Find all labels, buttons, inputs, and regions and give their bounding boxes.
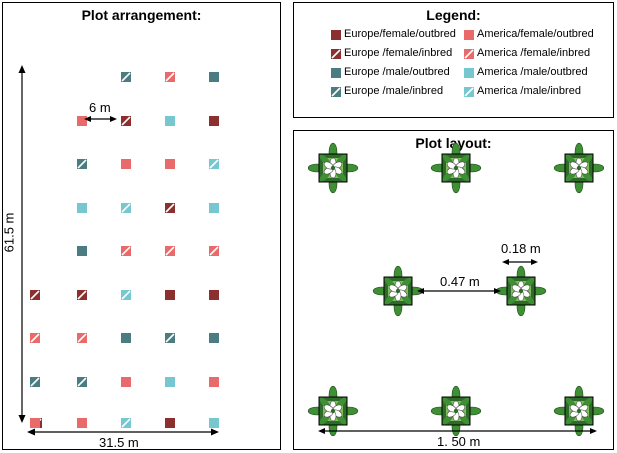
plot-square-efo [165, 290, 175, 300]
plot-square-efo [209, 290, 219, 300]
plot-square-afo [121, 377, 131, 387]
plot-square-amo [165, 116, 175, 126]
plant-icon [495, 265, 547, 317]
plot-square-efo [209, 116, 219, 126]
plot-square-emo [121, 333, 131, 343]
plot-square-efi [165, 203, 175, 213]
plot-layout-title: Plot layout: [415, 135, 492, 151]
plot-layout-diagram [307, 142, 605, 437]
legend-label: America /female/inbred [477, 47, 591, 59]
legend-label: Europe /male/outbred [344, 66, 450, 78]
legend-label: America /male/inbred [477, 85, 581, 97]
plot-arrangement-panel: Plot arrangement: 6 m 61.5 m 31.5 m [1, 2, 281, 450]
plot-square-amo [209, 203, 219, 213]
plant-icon [307, 142, 359, 194]
plot-square-ami [121, 203, 131, 213]
plot-layout-panel: Plot layout: 0.18 m 0.47 m 1. 50 m [293, 130, 614, 450]
plot-square-emi [77, 377, 87, 387]
plant-icon [553, 142, 605, 194]
plot-square-afo [121, 159, 131, 169]
plot-square-afo [165, 159, 175, 169]
width-label: 31.5 m [99, 435, 139, 450]
legend-swatch-efi [331, 49, 341, 59]
layout-width-arrow [318, 428, 597, 434]
plot-square-afi [121, 246, 131, 256]
legend-swatches [331, 30, 474, 97]
plant-icon [553, 385, 605, 437]
plot-grid [30, 72, 219, 428]
plot-square-efo [165, 418, 175, 428]
plot-square-afo [77, 116, 87, 126]
plot-square-afo [77, 418, 87, 428]
legend-swatch-emo [331, 68, 341, 78]
plant-icon [430, 385, 482, 437]
plot-arrangement-title: Plot arrangement: [81, 7, 202, 23]
plot-square-afi [77, 333, 87, 343]
plot-square-emi [121, 72, 131, 82]
legend-label: Europe /male/inbred [344, 85, 444, 97]
legend-swatch-afo [464, 30, 474, 40]
plot-square-amo [209, 418, 219, 428]
legend-swatch-emi [331, 87, 341, 97]
plant-size-arrow [502, 259, 538, 265]
plot-square-emi [165, 333, 175, 343]
legend-swatch-amo [464, 68, 474, 78]
plot-square-afi [209, 246, 219, 256]
spacing-dimension-arrow [84, 116, 117, 122]
layout-width-label: 1. 50 m [437, 434, 481, 449]
legend-label: America/female/outbred [477, 28, 594, 40]
legend-label: Europe /female/inbred [344, 47, 453, 59]
plot-square-efi [121, 116, 131, 126]
plot-square-ami [209, 159, 219, 169]
plot-square-afi [165, 72, 175, 82]
plot-square-emi [30, 377, 40, 387]
plot-square-emo [77, 246, 87, 256]
plant-gap-arrow [417, 288, 501, 294]
plot-square-emo [209, 72, 219, 82]
plot-square-ami [121, 290, 131, 300]
plant-icon [430, 142, 482, 194]
plot-square-efi [30, 290, 40, 300]
width-dimension-arrow [27, 428, 219, 436]
legend-label: Europe/female/outbred [344, 28, 456, 40]
plant-icon [307, 385, 359, 437]
legend-swatch-afi [464, 49, 474, 59]
plot-square-amo [77, 203, 87, 213]
plot-square-afo [30, 418, 40, 428]
plant-gap-label: 0.47 m [440, 274, 480, 289]
plot-arrangement-diagram [18, 65, 219, 436]
height-dimension-arrow [18, 65, 26, 423]
plot-square-efi [77, 290, 87, 300]
legend-swatch-ami [464, 87, 474, 97]
legend-swatch-efo [331, 30, 341, 40]
plot-square-afi [165, 246, 175, 256]
plot-square-emo [209, 333, 219, 343]
plot-square-emi [77, 159, 87, 169]
legend-panel: Legend: Europe/female/outbred America/fem… [293, 2, 614, 118]
plant-icon [372, 265, 424, 317]
legend-label: America /male/outbred [477, 66, 588, 78]
plot-square-amo [165, 377, 175, 387]
plant-size-label: 0.18 m [501, 241, 541, 256]
plants-group [307, 142, 605, 437]
height-label: 61.5 m [1, 212, 17, 253]
legend-title: Legend: [426, 7, 481, 23]
plot-square-afo [209, 377, 219, 387]
plot-square-afi [30, 333, 40, 343]
spacing-label: 6 m [89, 100, 111, 115]
plot-square-ami [121, 418, 131, 428]
